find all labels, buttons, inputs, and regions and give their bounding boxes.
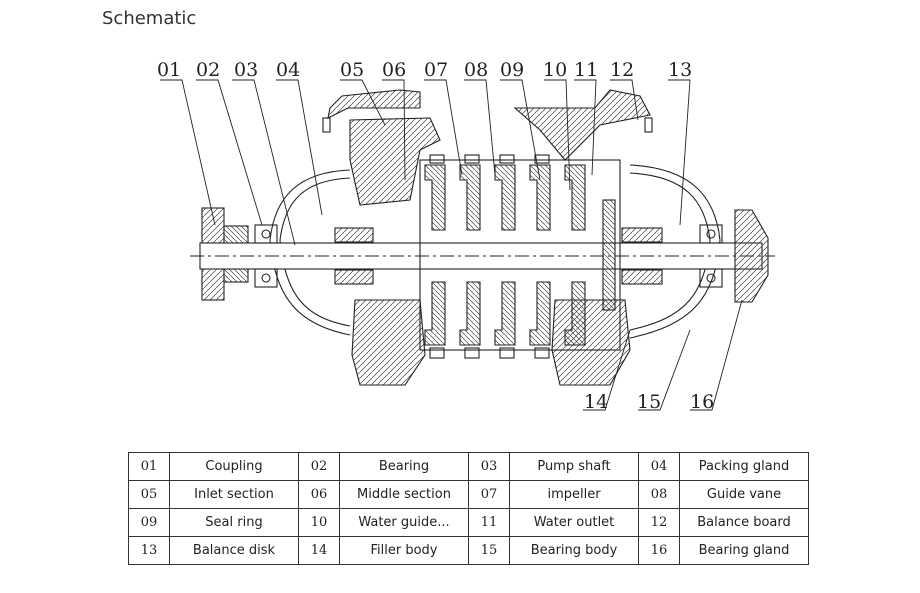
part-name: Packing gland bbox=[679, 452, 809, 481]
bearing-gland-shape bbox=[734, 209, 769, 303]
impeller-stages-upper bbox=[424, 164, 586, 231]
part-code: 09 bbox=[128, 508, 170, 537]
callout-15: 15 bbox=[637, 391, 661, 413]
table-row: 09 Seal ring 10 Water guide... 11 Water … bbox=[128, 508, 809, 537]
callout-09: 09 bbox=[500, 59, 524, 81]
left-bearing-shape bbox=[254, 224, 278, 288]
part-name: Bearing bbox=[339, 452, 469, 481]
part-code: 16 bbox=[638, 536, 680, 565]
part-name: Middle section bbox=[339, 480, 469, 509]
part-name: Inlet section bbox=[169, 480, 299, 509]
table-row: 05 Inlet section 06 Middle section 07 im… bbox=[128, 480, 809, 509]
impeller-stages-lower bbox=[424, 281, 586, 346]
part-code: 01 bbox=[128, 452, 170, 481]
callout-04: 04 bbox=[276, 59, 300, 81]
part-code: 15 bbox=[468, 536, 510, 565]
callout-14: 14 bbox=[584, 391, 608, 413]
part-code: 05 bbox=[128, 480, 170, 509]
water-outlet-shape bbox=[513, 89, 651, 161]
part-name: Balance board bbox=[679, 508, 809, 537]
part-code: 14 bbox=[298, 536, 340, 565]
part-code: 12 bbox=[638, 508, 680, 537]
callout-08: 08 bbox=[464, 59, 488, 81]
part-code: 06 bbox=[298, 480, 340, 509]
part-code: 02 bbox=[298, 452, 340, 481]
flange-bolts bbox=[322, 117, 653, 133]
page-title: Schematic bbox=[102, 8, 197, 29]
callout-labels: 01 02 03 04 05 06 07 08 09 10 11 12 13 1… bbox=[157, 59, 714, 413]
table-row: 13 Balance disk 14 Filler body 15 Bearin… bbox=[128, 536, 809, 565]
part-name: Coupling bbox=[169, 452, 299, 481]
part-code: 11 bbox=[468, 508, 510, 537]
leader-lines bbox=[160, 79, 743, 411]
part-code: 03 bbox=[468, 452, 510, 481]
part-code: 13 bbox=[128, 536, 170, 565]
part-name: Pump shaft bbox=[509, 452, 639, 481]
stage-feet bbox=[429, 154, 550, 359]
packing-right bbox=[621, 227, 663, 243]
callout-02: 02 bbox=[196, 59, 220, 81]
parts-legend-table: 01 Coupling 02 Bearing 03 Pump shaft 04 … bbox=[128, 452, 809, 565]
packing-left bbox=[334, 227, 374, 243]
part-name: Seal ring bbox=[169, 508, 299, 537]
callout-06: 06 bbox=[382, 59, 406, 81]
callout-12: 12 bbox=[610, 59, 634, 81]
middle-section-outline bbox=[419, 159, 621, 351]
part-code: 08 bbox=[638, 480, 680, 509]
part-code: 07 bbox=[468, 480, 510, 509]
part-name: impeller bbox=[509, 480, 639, 509]
callout-01: 01 bbox=[157, 59, 181, 81]
part-name: Water guide... bbox=[339, 508, 469, 537]
left-bearing-housing bbox=[269, 169, 351, 336]
callout-11: 11 bbox=[574, 59, 598, 81]
balance-disk-shape bbox=[602, 199, 616, 311]
part-code: 10 bbox=[298, 508, 340, 537]
part-code: 04 bbox=[638, 452, 680, 481]
callout-05: 05 bbox=[340, 59, 364, 81]
callout-13: 13 bbox=[668, 59, 692, 81]
pump-cross-section-drawing: 01 02 03 04 05 06 07 08 09 10 11 12 13 1… bbox=[157, 59, 775, 413]
right-bearing-shape bbox=[699, 224, 723, 288]
callout-03: 03 bbox=[234, 59, 258, 81]
callout-16: 16 bbox=[690, 391, 714, 413]
part-name: Bearing body bbox=[509, 536, 639, 565]
part-name: Guide vane bbox=[679, 480, 809, 509]
part-name: Water outlet bbox=[509, 508, 639, 537]
right-bearing-housing bbox=[629, 164, 721, 339]
table-row: 01 Coupling 02 Bearing 03 Pump shaft 04 … bbox=[128, 452, 809, 481]
part-name: Balance disk bbox=[169, 536, 299, 565]
callout-10: 10 bbox=[543, 59, 567, 81]
part-name: Filler body bbox=[339, 536, 469, 565]
part-name: Bearing gland bbox=[679, 536, 809, 565]
callout-07: 07 bbox=[424, 59, 448, 81]
